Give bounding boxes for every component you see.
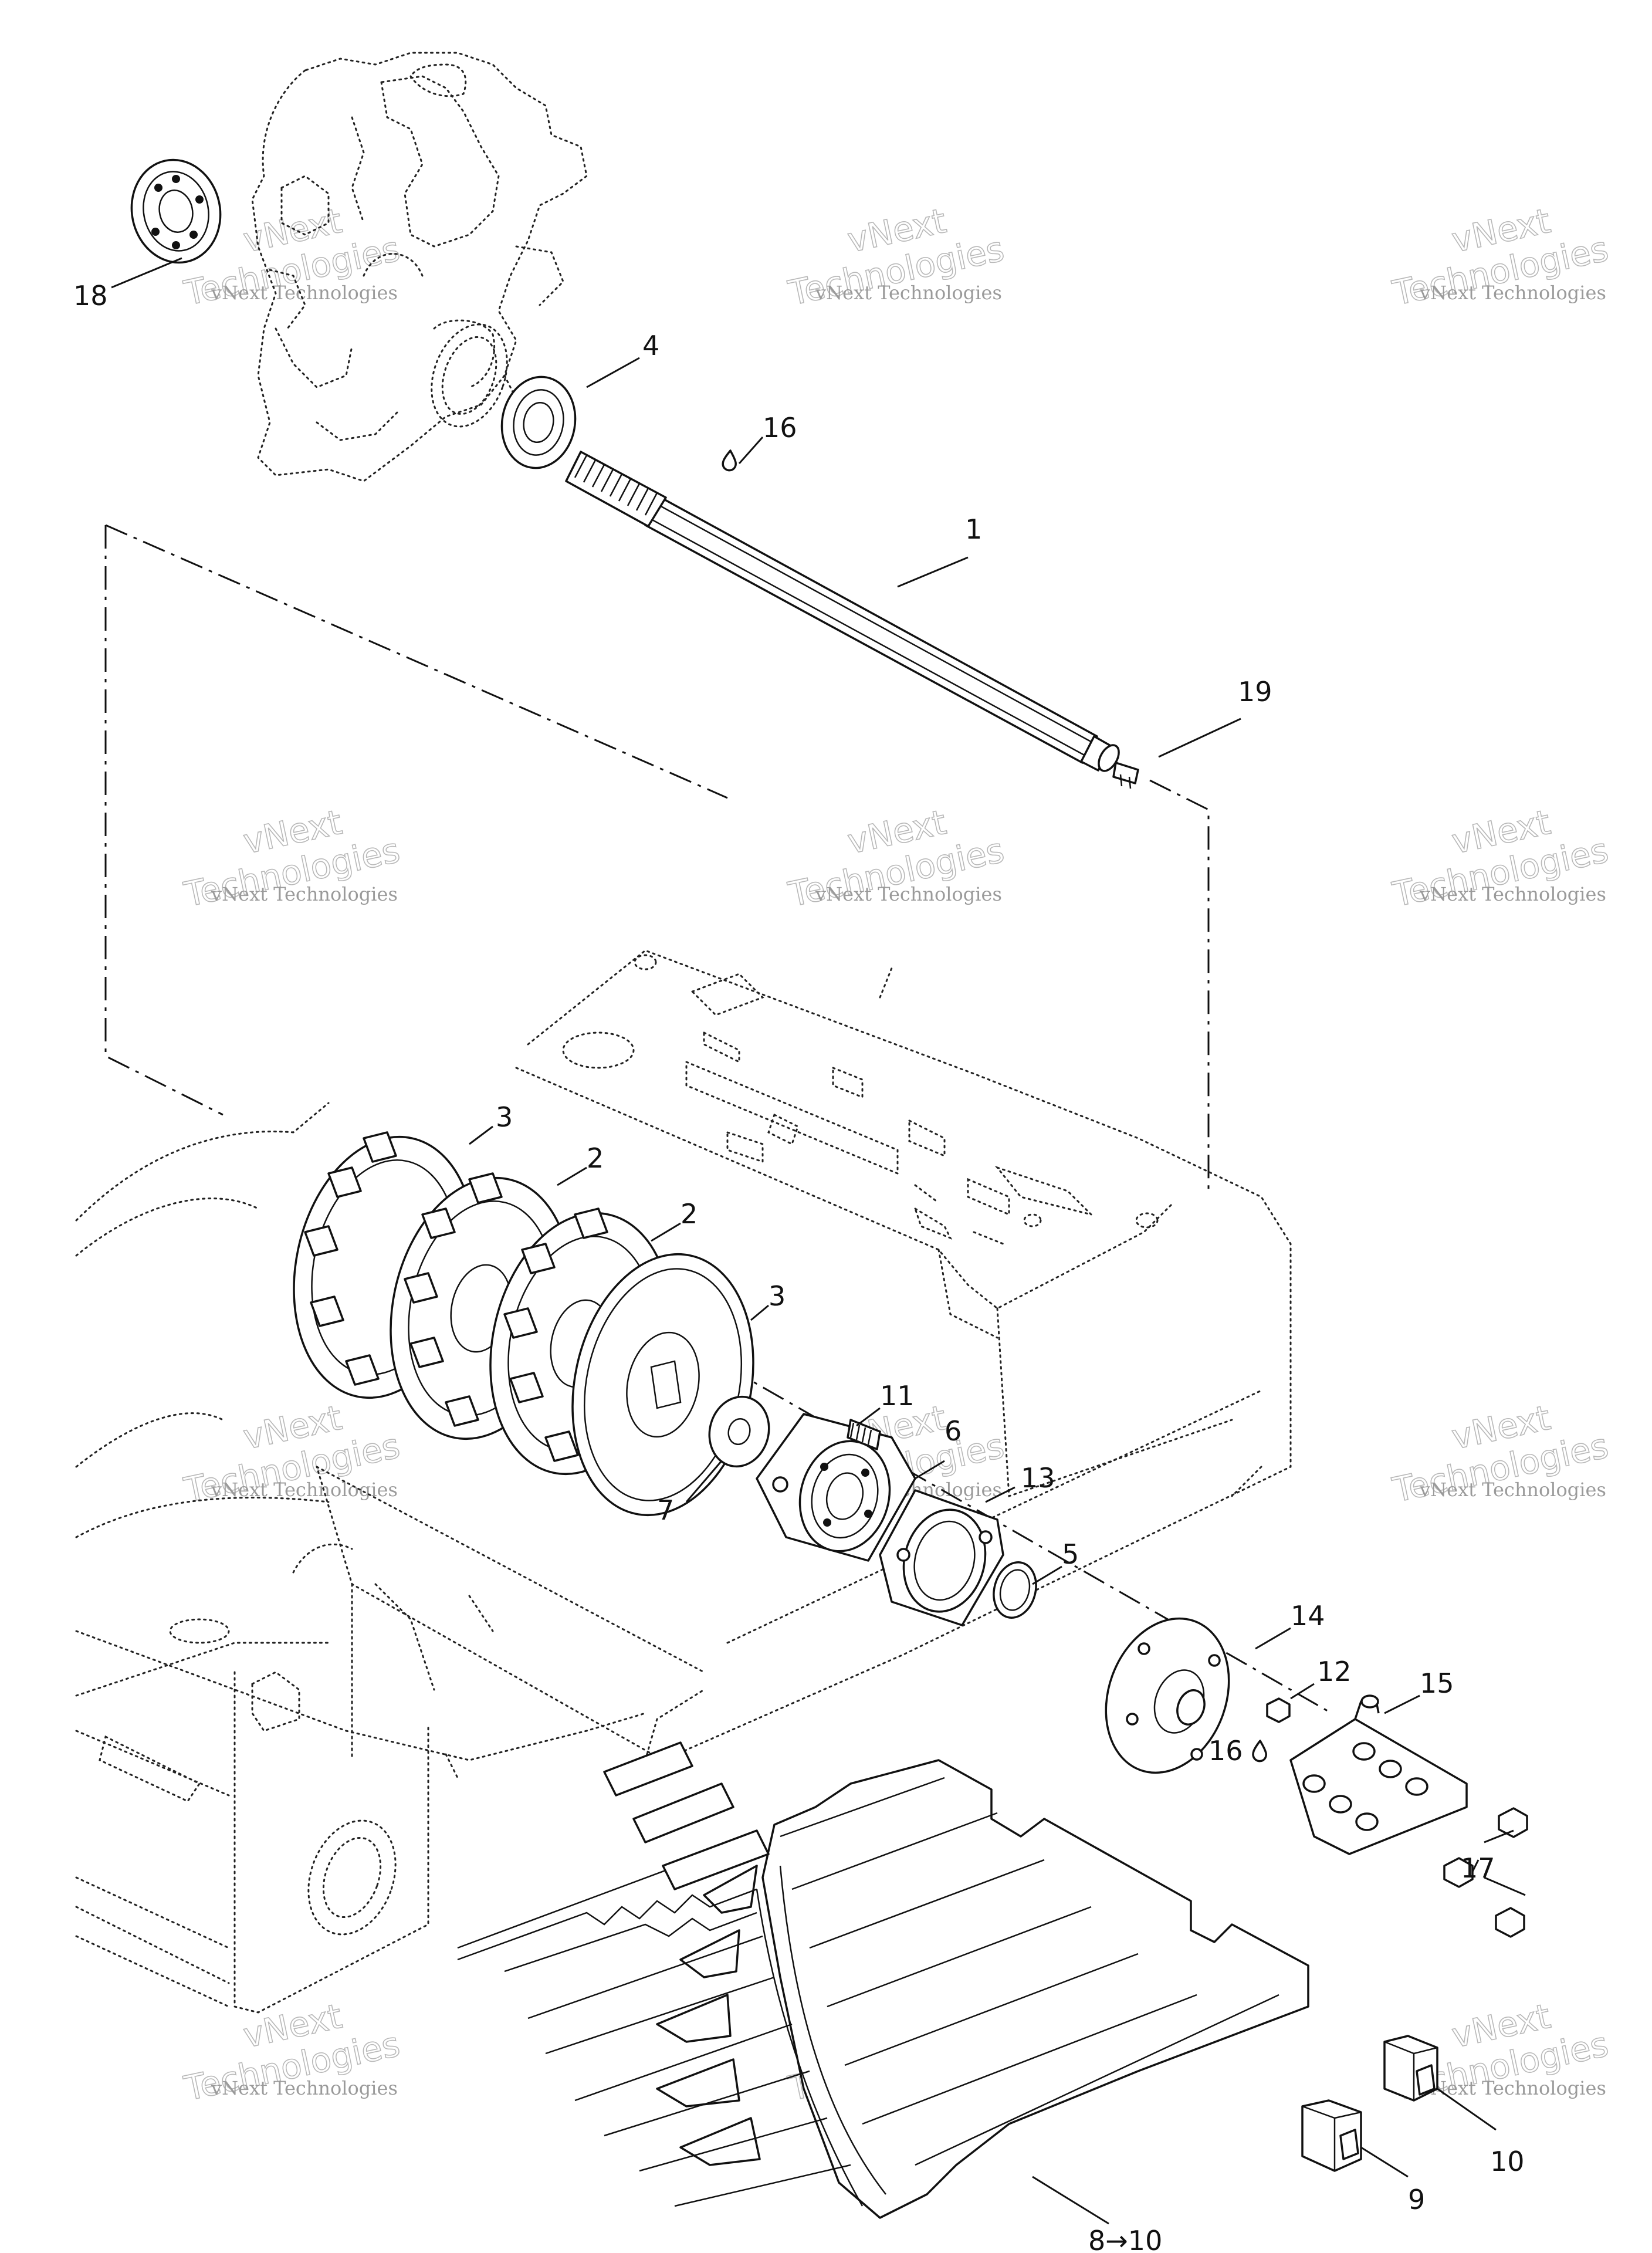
callout-13: 13 (1021, 1462, 1055, 1494)
watermark-line1: vNext Technologies (1419, 282, 1606, 304)
watermark-line1: vNext Technologies (211, 2077, 398, 2099)
nut-17 (1443, 1857, 1474, 1888)
nut-17 (1498, 1807, 1528, 1838)
leader-lines (111, 257, 1526, 2225)
watermark-line1: vNext Technologies (815, 883, 1002, 905)
callout-11: 11 (880, 1380, 915, 1412)
tunnel-chassis (75, 949, 1292, 2014)
callout-19: 19 (1238, 676, 1272, 708)
track-8 (457, 1741, 1309, 2219)
callout-17: 17 (1461, 1852, 1495, 1884)
callout-14: 14 (1291, 1600, 1325, 1632)
circlip-5 (993, 1561, 1037, 1619)
callout-18: 18 (73, 280, 108, 312)
grease-drop-icon (1252, 1740, 1267, 1763)
callout-9: 9 (1408, 2184, 1425, 2215)
callout-1: 1 (965, 513, 982, 545)
slider-10 (1383, 2035, 1438, 2102)
callout-5: 5 (1062, 1538, 1079, 1570)
plug-19 (1112, 762, 1139, 789)
callout-3: 3 (496, 1101, 513, 1133)
bearing-18 (130, 158, 222, 264)
watermark: vNext Technologies vNext Technologies (1389, 801, 1612, 915)
chaincase-housing (251, 52, 588, 482)
seal-4 (500, 376, 577, 469)
callout-4: 4 (642, 330, 659, 361)
watermark-line1: vNext Technologies (1419, 1479, 1606, 1501)
callout-16: 16 (1208, 1735, 1243, 1767)
callout-6: 6 (945, 1415, 962, 1447)
bracket-15 (1289, 1694, 1468, 1855)
callout-12: 12 (1317, 1656, 1352, 1687)
callouts: 18 4 16 1 19 3 2 2 3 11 6 13 7 5 14 12 1… (73, 280, 1525, 2253)
watermark-line1: vNext Technologies (211, 282, 398, 304)
callout-3: 3 (769, 1280, 786, 1312)
bearing-housing-6 (756, 1413, 916, 1562)
watermark: vNext Technologies vNext Technologies (1389, 200, 1612, 314)
bolt-11 (847, 1419, 881, 1450)
grease-drop-icon (722, 449, 737, 472)
nut-17 (1495, 1907, 1525, 1938)
bearing-plate-13 (879, 1489, 1004, 1626)
watermark-line1: vNext Technologies (1419, 2077, 1606, 2099)
drive-shaft-1 (565, 451, 1120, 772)
watermark: vNext Technologies vNext Technologies (1389, 1397, 1612, 1511)
watermark: vNext Technologies vNext Technologies (784, 200, 1008, 314)
callout-8-10: 8→10 (1088, 2225, 1162, 2253)
watermark: vNext Technologies vNext Technologies (180, 1397, 404, 1511)
watermark: vNext Technologies vNext Technologies (784, 801, 1008, 915)
slider-9 (1301, 2099, 1362, 2172)
watermark-line1: vNext Technologies (1419, 883, 1606, 905)
sprocket-3b (571, 1253, 754, 1517)
spacer-7 (708, 1395, 770, 1468)
watermark-line1: vNext Technologies (815, 282, 1002, 304)
watermark: vNext Technologies vNext Technologies (180, 1995, 404, 2109)
flange-14 (1105, 1617, 1230, 1774)
watermark-line1: vNext Technologies (211, 883, 398, 905)
callout-2: 2 (681, 1198, 698, 1230)
watermark: vNext Technologies vNext Technologies (180, 801, 404, 915)
callout-15: 15 (1420, 1667, 1454, 1699)
nut-12 (1266, 1697, 1291, 1723)
watermark-line1: vNext Technologies (211, 1479, 398, 1501)
callout-10: 10 (1490, 2146, 1525, 2177)
callout-16: 16 (763, 412, 797, 444)
callout-7: 7 (657, 1494, 674, 1526)
callout-2: 2 (587, 1142, 604, 1174)
